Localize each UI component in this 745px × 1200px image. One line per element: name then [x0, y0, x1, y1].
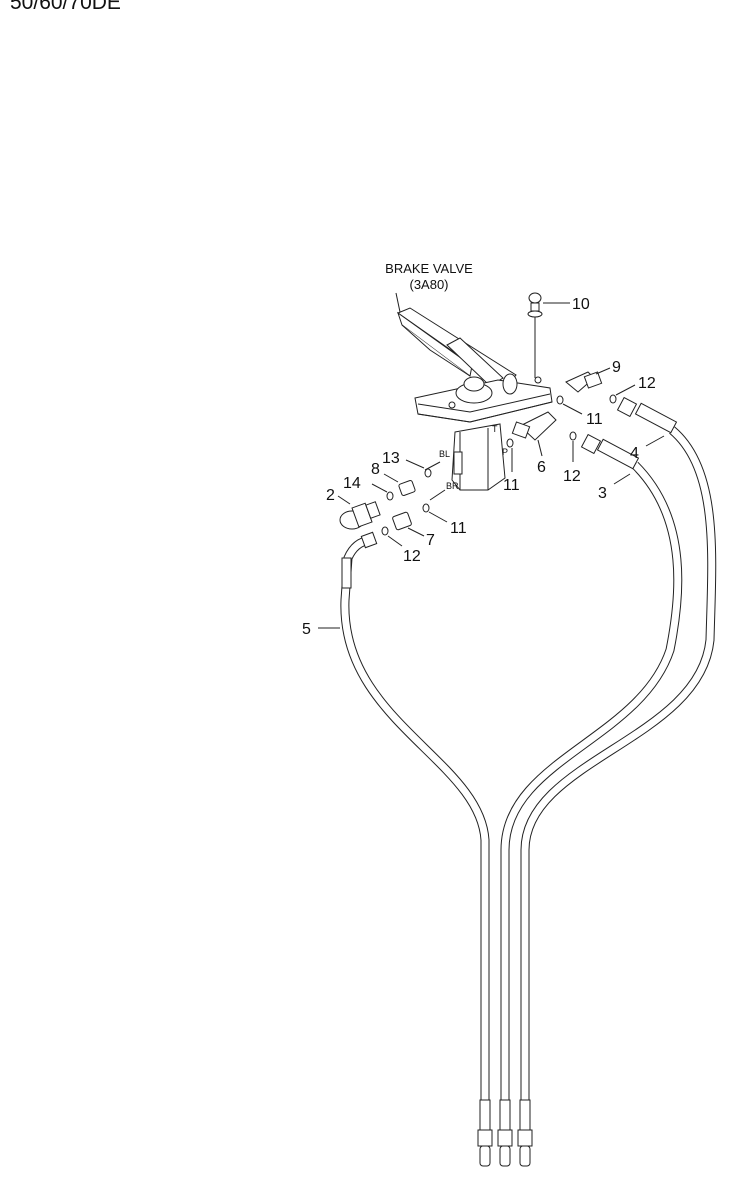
component-code: (3A80): [409, 277, 448, 292]
hose-5: [340, 531, 493, 1167]
hose-3: [497, 433, 683, 1167]
callout-7: 7: [426, 532, 435, 549]
callout-11a: 11: [586, 411, 603, 428]
callout-4: 4: [630, 445, 639, 462]
callout-9: 9: [612, 359, 621, 376]
callout-12b: 12: [563, 468, 581, 485]
o-ring-14: [386, 491, 394, 501]
o-ring-12b: [569, 431, 577, 441]
brake-pedal: [396, 307, 517, 389]
o-ring-12c: [381, 526, 389, 536]
part-2-pressure-switch: [337, 495, 381, 530]
port-label-bl: BL: [439, 449, 450, 459]
callout-11b: 11: [503, 477, 520, 494]
port-label-br: BR: [446, 481, 459, 491]
hose-4: [517, 396, 717, 1167]
callout-11c: 11: [450, 520, 467, 537]
part-10-bolt: [527, 292, 570, 378]
callout-8: 8: [371, 461, 380, 478]
part-6-elbow-fitting: [511, 411, 557, 457]
callout-12a: 12: [638, 375, 656, 392]
callout-14: 14: [343, 475, 361, 492]
o-ring-12a: [609, 394, 617, 404]
callout-5: 5: [302, 621, 311, 638]
callout-10: 10: [572, 296, 590, 313]
callout-3: 3: [598, 485, 607, 502]
o-ring-13: [424, 468, 432, 478]
valve-body: BL BR P T: [424, 423, 508, 501]
callout-12c: 12: [403, 548, 421, 565]
part-8-plug: [383, 473, 416, 496]
page-title: 50/60/70DE: [10, 0, 121, 14]
valve-mounting-plate: [414, 373, 553, 423]
part-9-elbow-fitting: [565, 367, 611, 393]
callout-13: 13: [382, 450, 400, 467]
callout-6: 6: [537, 459, 546, 476]
port-label-p: P: [502, 447, 508, 457]
port-label-t: T: [492, 424, 498, 434]
callout-2: 2: [326, 487, 335, 504]
o-ring-11c: [422, 503, 430, 513]
part-7-adapter: [392, 511, 425, 537]
o-ring-11a: [556, 395, 564, 405]
o-ring-11b: [506, 438, 514, 448]
component-title: BRAKE VALVE: [385, 261, 473, 276]
